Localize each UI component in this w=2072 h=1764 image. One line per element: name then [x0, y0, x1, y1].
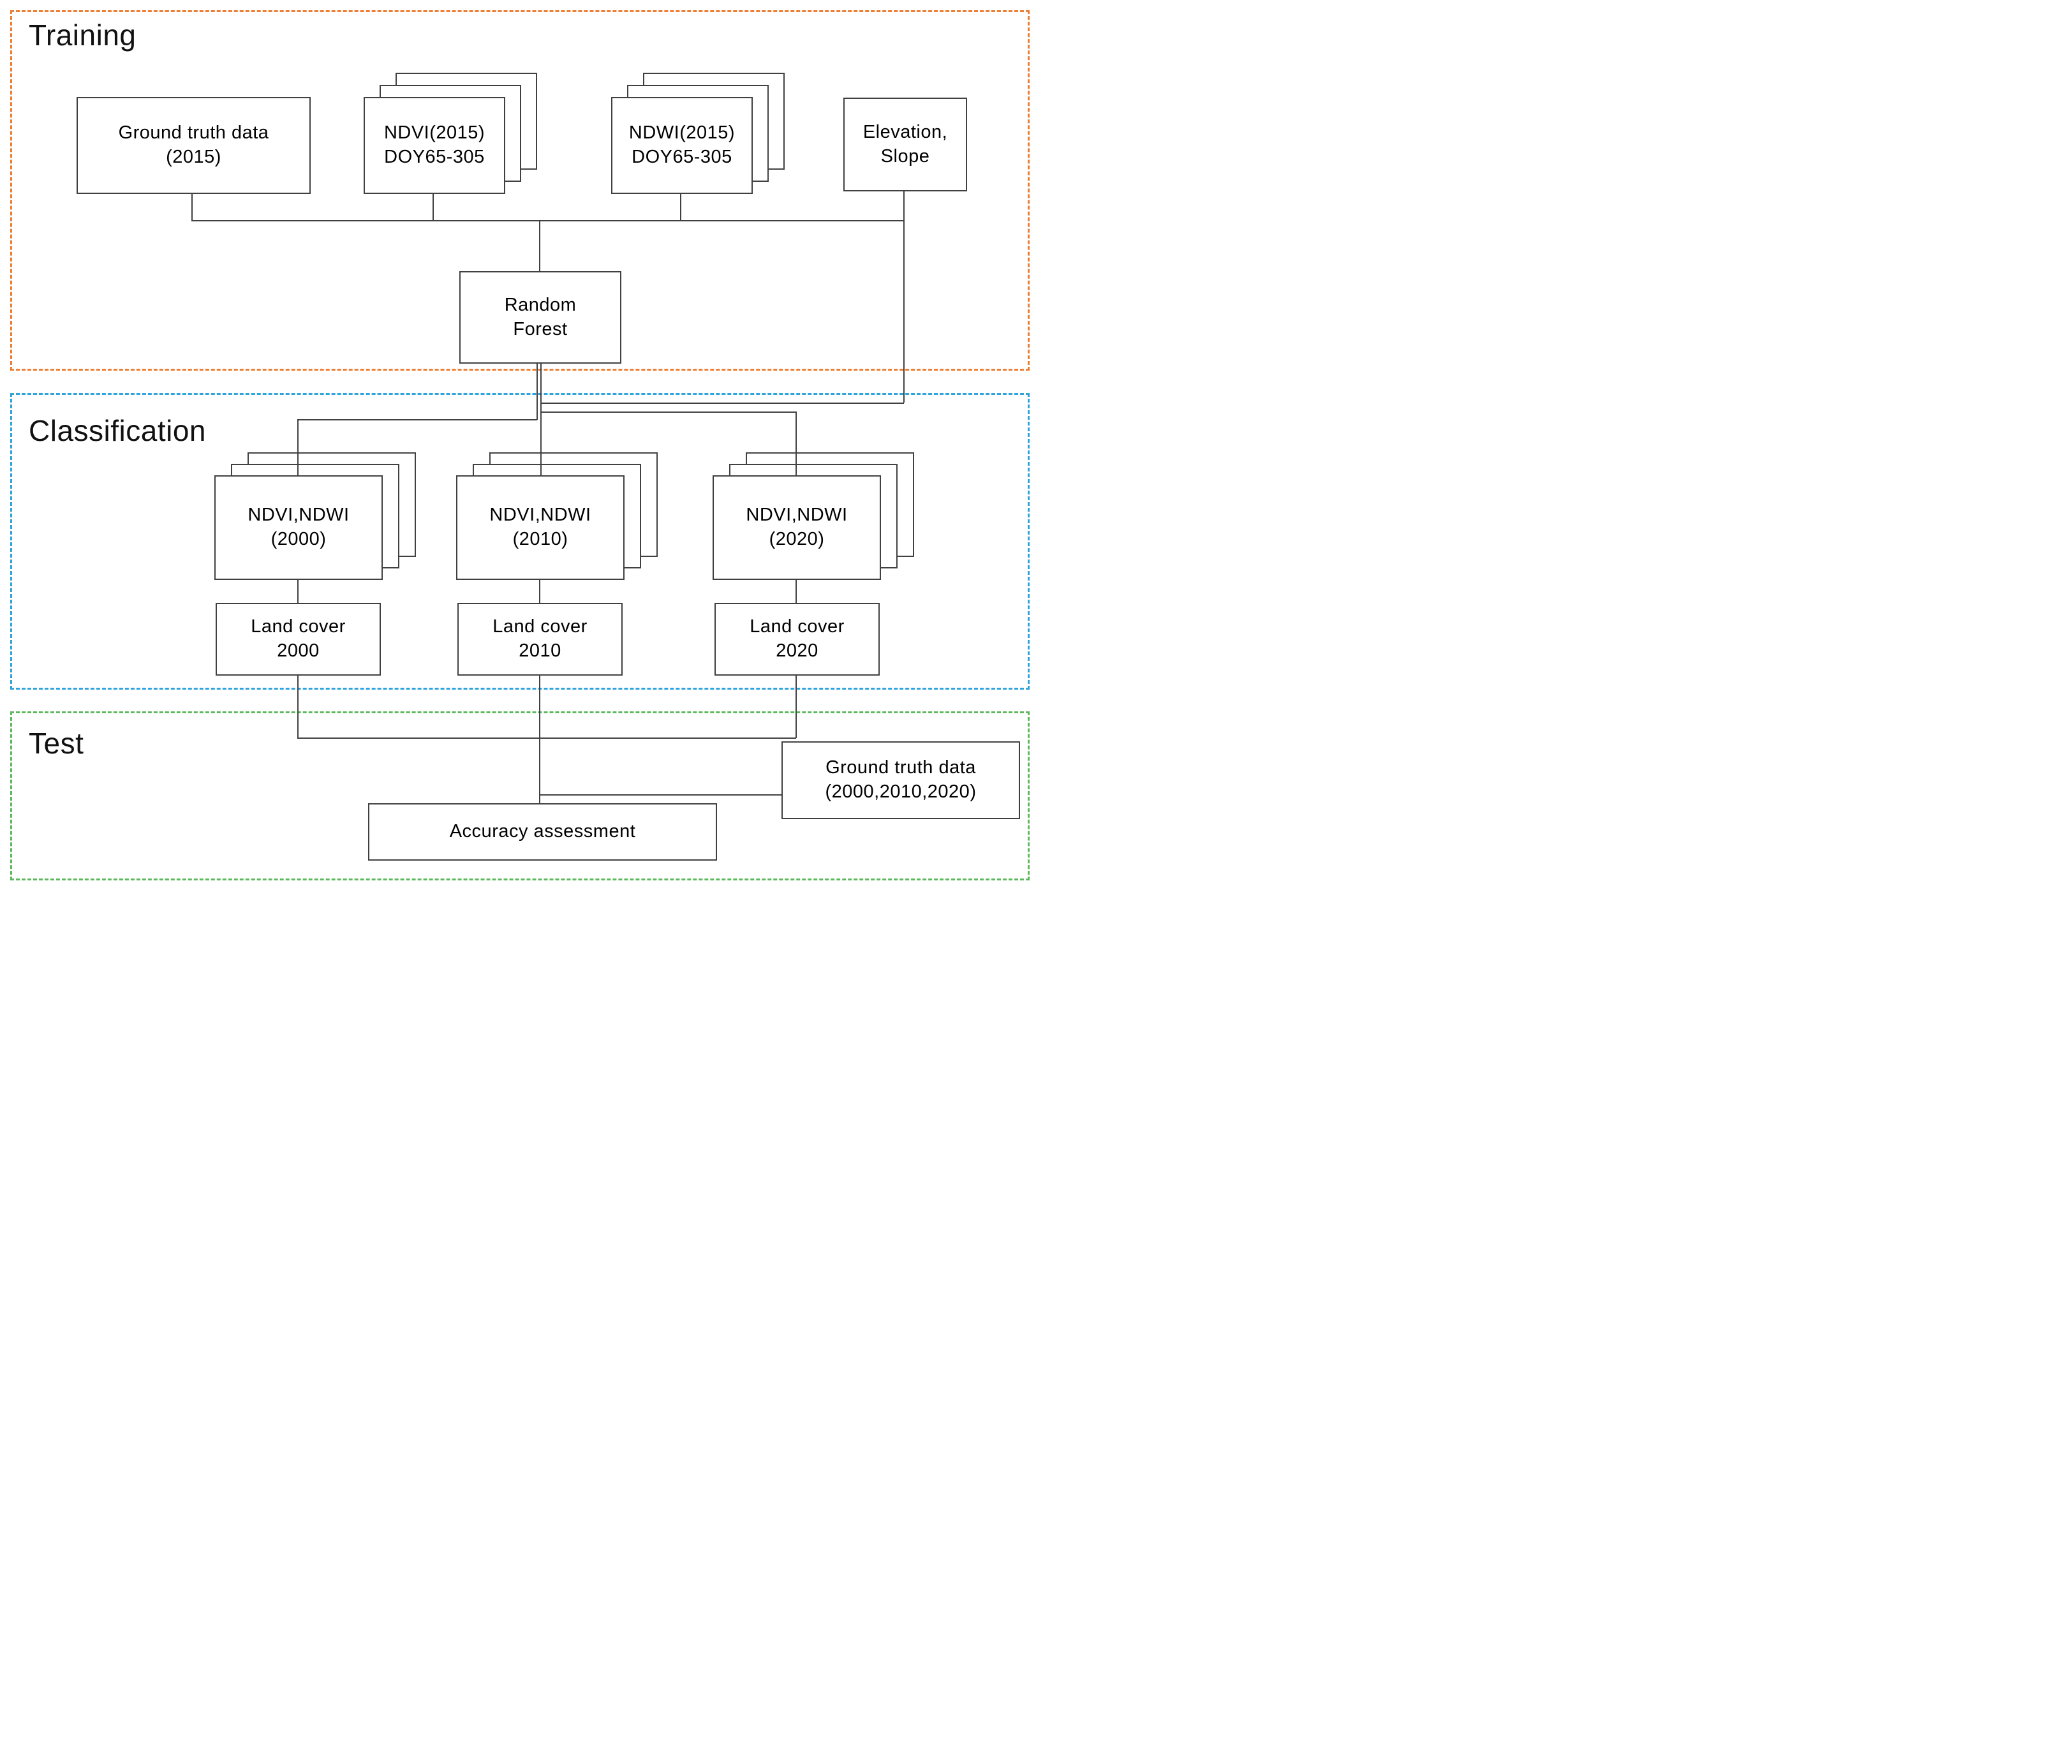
connector-ndvi2015-down	[433, 191, 434, 220]
connector-elevation-join	[540, 403, 904, 404]
node-label: 2010	[519, 641, 561, 661]
connector-gttest-join	[539, 794, 781, 796]
node-label: NDVI(2015)	[383, 122, 485, 144]
node-label: NDWI(2015)	[628, 122, 736, 144]
node-label: DOY65-305	[632, 147, 732, 167]
connector-c2020-lc2020	[796, 577, 797, 603]
node-label: 2000	[277, 641, 320, 661]
section-test-border	[10, 711, 1030, 880]
node-random-forest: Random Forest	[459, 271, 621, 364]
node-ndvi-2015: NDVI(2015) DOY65-305	[364, 97, 505, 194]
section-training-border	[10, 10, 1030, 371]
node-label: NDVI,NDWI	[489, 505, 591, 526]
connector-gt2015-down	[191, 191, 193, 220]
node-label: Land cover	[492, 616, 588, 637]
node-label: Ground truth data	[118, 122, 269, 144]
connector-2000-drop	[297, 419, 299, 475]
node-label: NDVI,NDWI	[746, 505, 848, 526]
node-label: 2020	[776, 641, 818, 661]
node-ndvi-ndwi-2020: NDVI,NDWI (2020)	[713, 475, 881, 580]
connector-lc2020-down	[796, 673, 797, 738]
node-label: Land cover	[750, 616, 845, 637]
node-label: Forest	[513, 318, 568, 339]
node-label: Slope	[880, 145, 930, 167]
node-accuracy-assessment: Accuracy assessment	[368, 803, 717, 861]
node-land-cover-2020: Land cover 2020	[714, 603, 880, 676]
connector-bus-to-rf	[539, 220, 540, 271]
node-label: (2000,2010,2020)	[825, 782, 977, 802]
connector-rf-out-left	[536, 361, 538, 420]
node-ground-truth-test: Ground truth data (2000,2010,2020)	[781, 741, 1020, 819]
node-label: Elevation,	[862, 121, 948, 142]
node-label: Land cover	[251, 616, 346, 637]
connector-branch-2000	[297, 419, 537, 420]
section-classification-label: Classification	[29, 414, 206, 447]
connector-c2000-lc2000	[297, 577, 299, 603]
connector-c2010-lc2010	[539, 577, 540, 603]
section-training-label: Training	[29, 19, 137, 52]
node-label: Random	[504, 294, 577, 315]
node-label: (2010)	[512, 529, 568, 549]
connector-elevation-down	[903, 189, 905, 403]
node-label: DOY65-305	[384, 147, 485, 167]
connector-rf-out-right	[540, 361, 542, 475]
connector-branch-2020	[540, 411, 796, 413]
node-elevation-slope: Elevation, Slope	[843, 98, 967, 191]
connector-lc2000-down	[297, 673, 299, 738]
connector-ndwi2015-down	[680, 191, 681, 220]
node-land-cover-2000: Land cover 2000	[216, 603, 381, 676]
connector-2020-drop	[796, 411, 797, 475]
flowchart-canvas: Training Classification Test Ground trut…	[0, 0, 1036, 882]
node-ground-truth-2015: Ground truth data (2015)	[77, 97, 311, 194]
node-label: Ground truth data	[825, 757, 976, 778]
node-ndvi-ndwi-2010: NDVI,NDWI (2010)	[456, 475, 625, 580]
node-label: (2000)	[270, 529, 327, 549]
node-ndwi-2015: NDWI(2015) DOY65-305	[611, 97, 753, 194]
node-label: NDVI,NDWI	[248, 505, 350, 526]
node-label: Accuracy assessment	[449, 821, 636, 842]
section-test-label: Test	[29, 727, 84, 760]
section-classification-border	[10, 393, 1030, 690]
connector-training-bus	[191, 220, 904, 221]
node-label: (2020)	[769, 529, 825, 549]
node-label: (2015)	[166, 147, 221, 167]
connector-landcover-bus	[297, 737, 796, 739]
node-ndvi-ndwi-2000: NDVI,NDWI (2000)	[214, 475, 383, 580]
node-land-cover-2010: Land cover 2010	[457, 603, 623, 676]
